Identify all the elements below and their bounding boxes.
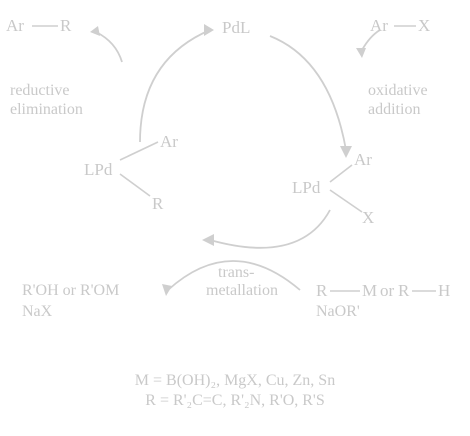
byproduct-line-1: R'OH or R'OM	[22, 282, 120, 299]
reagent-r-1: R	[316, 281, 328, 300]
left-complex-pd: LPd	[84, 160, 113, 179]
reactant-x: X	[418, 16, 431, 35]
reductive-elimination-label-1: reductive	[10, 82, 70, 99]
right-complex-pd: LPd	[292, 178, 321, 197]
cycle-arrowhead-right	[340, 146, 352, 158]
cycle-arc-left	[139, 29, 211, 143]
right-complex-ar-bond	[329, 164, 353, 183]
reagent-r-2: R	[398, 281, 410, 300]
oxidative-addition-label-2: addition	[368, 101, 421, 118]
left-complex-r-bond	[119, 173, 151, 197]
reagent-m: M	[362, 281, 378, 300]
left-complex-ar-bond	[119, 141, 159, 161]
reductive-elimination-arrow	[95, 31, 123, 63]
byproduct-line-2: NaX	[22, 303, 53, 320]
right-complex-x-bond	[329, 189, 363, 213]
right-complex-x: X	[362, 208, 375, 227]
pd-catalyst-top: PdL	[222, 18, 251, 37]
oxidative-addition-arrowhead	[356, 48, 366, 58]
product-ar: Ar	[6, 16, 24, 35]
cycle-arc-bottom	[209, 209, 331, 249]
reductive-elimination-arrowhead	[90, 26, 100, 36]
cycle-arrowhead-top	[204, 24, 214, 36]
reagent-h: H	[438, 281, 451, 300]
reductive-elimination-label-2: elimination	[10, 101, 83, 118]
transmetallation-label-2: metallation	[206, 282, 278, 299]
transmetallation-arrow	[167, 260, 301, 291]
right-complex-ar: Ar	[354, 150, 372, 169]
oxidative-addition-label-1: oxidative	[368, 82, 428, 99]
reagent-or: or	[380, 281, 395, 300]
product-r: R	[60, 16, 72, 35]
transmetallation-arrowhead	[162, 284, 172, 296]
reactant-ar: Ar	[370, 16, 388, 35]
cycle-arc-top-right	[269, 35, 347, 151]
left-complex-ar: Ar	[160, 132, 178, 151]
footnote-m-definition: M = B(OH)₂, MgX, Cu, Zn, Sn	[134, 372, 336, 389]
footnote-r-definition: R = R'₂C=C, R'₂N, R'O, R'S	[145, 392, 325, 409]
reagent-base: NaOR'	[316, 303, 360, 320]
transmetallation-label-1: trans-	[218, 264, 255, 281]
left-complex-r: R	[152, 194, 164, 213]
oxidative-addition-arrow	[361, 29, 381, 51]
cycle-arrowhead-bottom	[202, 234, 214, 246]
